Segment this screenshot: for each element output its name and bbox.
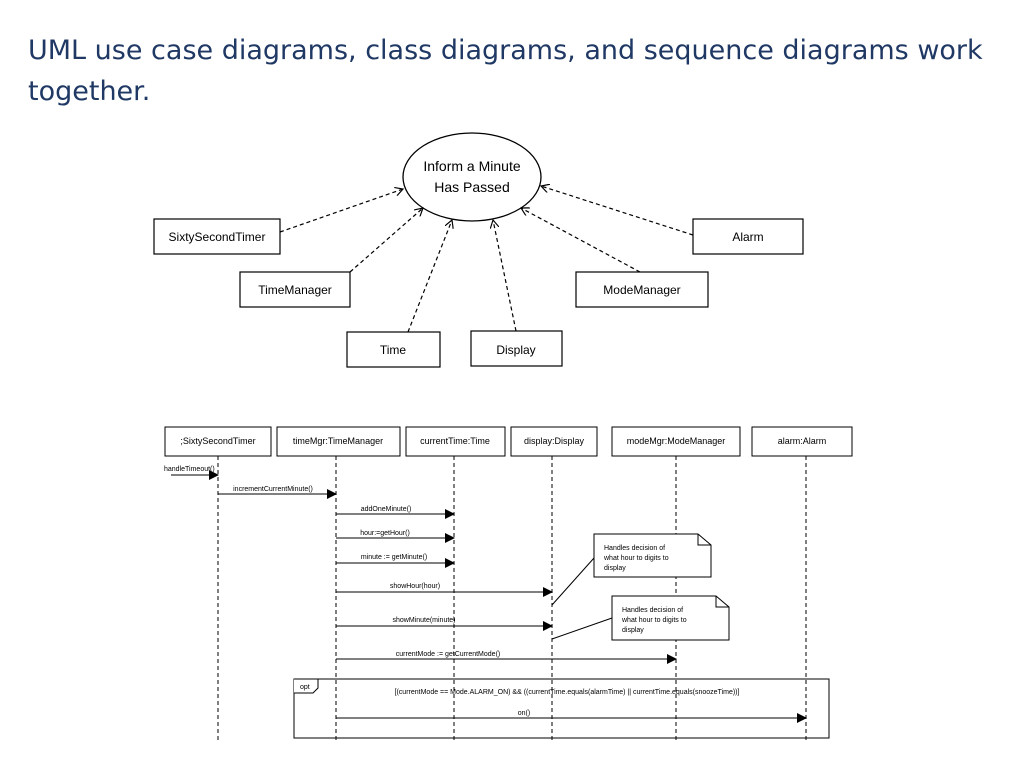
message-label: addOneMinute(): [361, 506, 412, 513]
note-text-line: Handles decision of: [622, 607, 683, 614]
lifeline-label: timeMgr:TimeManager: [293, 436, 383, 446]
actor-box-time: Time: [346, 331, 441, 368]
message-label: handleTimeout(): [164, 466, 215, 473]
lifeline-head-alarm: alarm:Alarm: [751, 426, 853, 457]
dependency-display: [493, 220, 517, 332]
opt-fragment: opt [(currentMode == Mode.ALARM_ON) && (…: [293, 678, 830, 739]
actor-box-modemanager: ModeManager: [575, 271, 709, 308]
message-label: hour:=getHour(): [360, 530, 410, 537]
lifeline-label: alarm:Alarm: [778, 436, 827, 446]
lifeline-label: display:Display: [524, 436, 585, 446]
use-case-name-line1: Inform a Minute: [423, 158, 520, 174]
note-text-line: Handles decision of: [604, 545, 665, 552]
actor-box-display: Display: [470, 330, 563, 367]
dependency-alarm: [541, 186, 694, 236]
actor-label: ModeManager: [603, 283, 680, 297]
note-1: Handles decision of what hour to digits …: [551, 533, 712, 606]
actor-label: SixtySecondTimer: [169, 230, 266, 244]
lifeline-label: currentTime:Time: [420, 436, 490, 446]
use-case-ellipse: [402, 132, 542, 222]
slide-title: UML use case diagrams, class diagrams, a…: [28, 35, 983, 107]
opt-label: opt: [300, 684, 310, 691]
note-2: Handles decision of what hour to digits …: [551, 595, 730, 641]
lifeline-head-time: currentTime:Time: [405, 426, 506, 457]
actor-box-alarm: Alarm: [692, 218, 804, 255]
actor-box-sixtysecondtimer: SixtySecondTimer: [153, 218, 281, 255]
actor-box-timemanager: TimeManager: [239, 271, 351, 308]
dependency-sixtysecondtimer: [279, 189, 403, 233]
dependency-time: [407, 220, 452, 333]
dependency-timemanager: [349, 208, 423, 273]
lifeline-head-modemanager: modeMgr:ModeManager: [611, 426, 741, 457]
lifeline-label: modeMgr:ModeManager: [627, 436, 726, 446]
message-label: incrementCurrentMinute(): [233, 486, 313, 493]
message-label: minute := getMinute(): [361, 554, 427, 561]
actor-label: Alarm: [732, 230, 763, 244]
sequence-diagram: opt [(currentMode == Mode.ALARM_ON) && (…: [164, 426, 853, 740]
actor-label: TimeManager: [258, 283, 332, 297]
use-case-name-line2: Has Passed: [434, 179, 509, 195]
message-label: showHour(hour): [390, 583, 440, 590]
note-text-line: what hour to digits to: [603, 555, 669, 562]
message-label: on(): [518, 710, 530, 717]
lifeline-head-timemanager: timeMgr:TimeManager: [276, 426, 401, 457]
note-text-line: what hour to digits to: [621, 617, 687, 624]
lifeline-head-display: display:Display: [510, 426, 598, 457]
use-case-diagram: Inform a Minute Has Passed SixtySecondTi…: [153, 132, 804, 368]
actor-label: Display: [496, 343, 535, 357]
note-text-line: display: [622, 627, 644, 634]
message-label: currentMode := getCurrentMode(): [396, 651, 500, 658]
lifeline-label: ;SixtySecondTimer: [180, 436, 255, 446]
message-label: showMinute(minute): [392, 617, 455, 624]
opt-guard: [(currentMode == Mode.ALARM_ON) && ((cur…: [395, 689, 740, 696]
dependency-modemanager: [521, 208, 641, 273]
lifeline-head-sixtysecondtimer: ;SixtySecondTimer: [164, 426, 272, 457]
note-text-line: display: [604, 565, 626, 572]
actor-label: Time: [380, 343, 407, 357]
